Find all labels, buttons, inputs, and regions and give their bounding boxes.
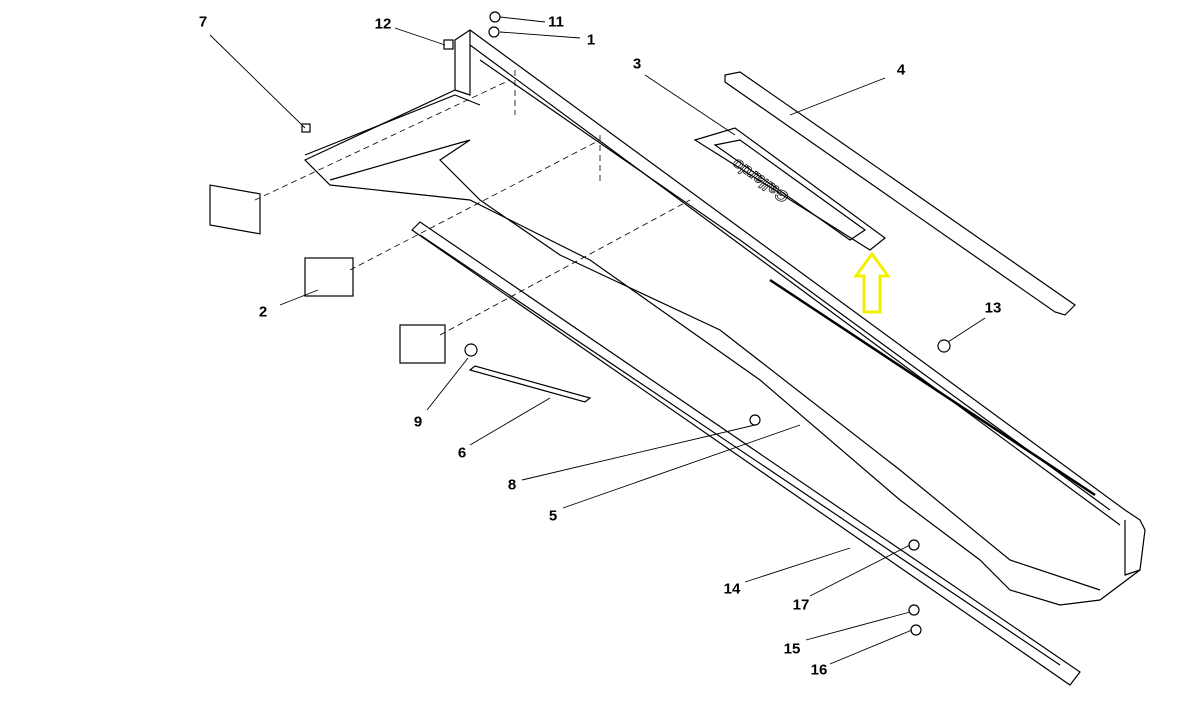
callout-2: 2 (258, 303, 268, 321)
callout-1: 1 (586, 31, 596, 49)
callout-12: 12 (374, 15, 392, 33)
callout-5: 5 (548, 507, 558, 525)
callout-6: 6 (457, 444, 467, 462)
callout-11: 11 (548, 13, 564, 31)
callout-4: 4 (896, 61, 906, 79)
callout-3: 3 (632, 55, 642, 73)
callout-13: 13 (984, 299, 1002, 317)
callout-17: 17 (792, 596, 810, 614)
trim-rail (724, 71, 1076, 316)
callout-15: 15 (783, 640, 801, 658)
lower-strip (411, 221, 1081, 686)
highlight-arrow-icon (853, 251, 891, 314)
callout-14: 14 (723, 580, 741, 598)
leader-lines (209, 16, 986, 665)
callout-9: 9 (413, 413, 423, 431)
sill-panel-body (303, 29, 1146, 606)
callout-8: 8 (507, 476, 517, 494)
callout-7: 7 (198, 13, 208, 31)
logo-text: Gallardo (729, 154, 792, 205)
rod (468, 365, 592, 403)
callout-16: 16 (810, 661, 828, 679)
